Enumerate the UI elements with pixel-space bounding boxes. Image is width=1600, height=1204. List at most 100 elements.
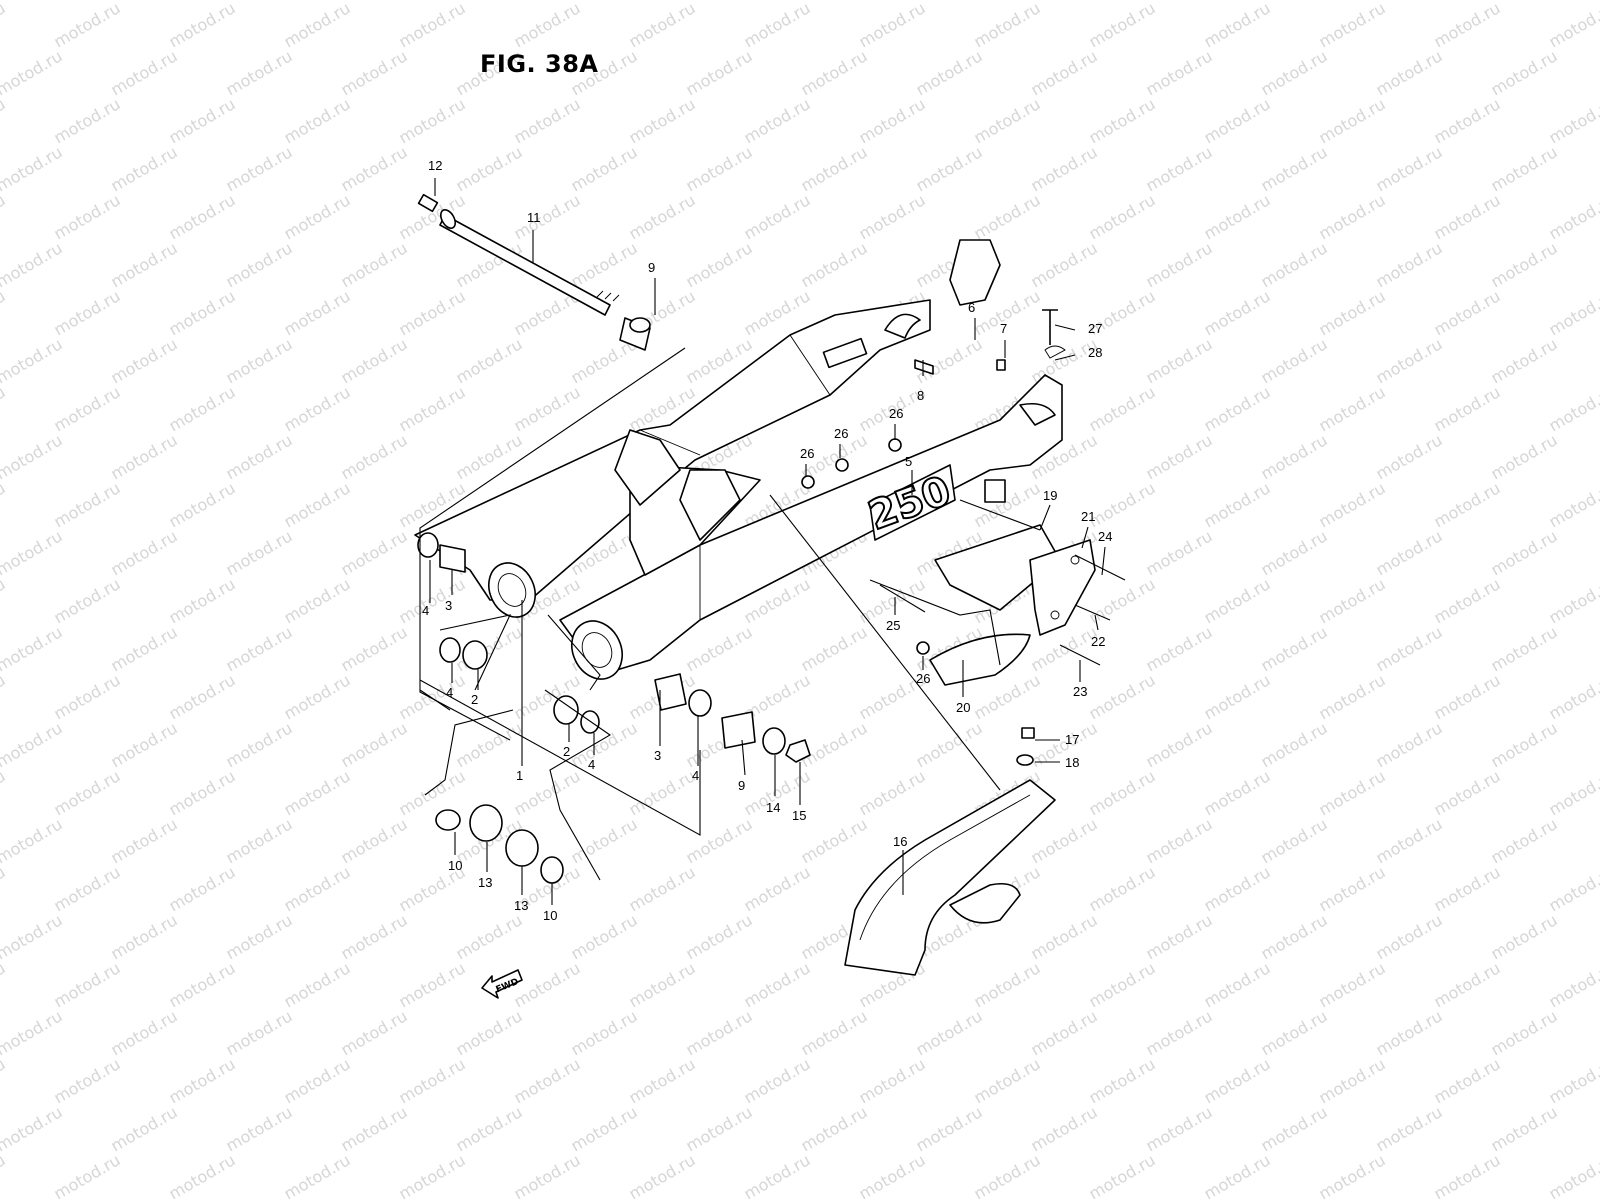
watermark-text: motod.ru — [453, 334, 526, 387]
watermark-text: motod.ru — [1201, 1054, 1274, 1107]
callout-c13b: 13 — [514, 898, 528, 913]
watermark-text: motod.ru — [223, 46, 296, 99]
watermark-text: motod.ru — [1201, 94, 1274, 147]
watermark-text: motod.ru — [108, 238, 181, 291]
watermark-text: motod.ru — [281, 190, 354, 243]
watermark-text: motod.ru — [1201, 958, 1274, 1011]
watermark-text: motod.ru — [1201, 190, 1274, 243]
watermark-text: motod.ru — [1258, 814, 1331, 867]
watermark-text: motod.ru — [856, 94, 929, 147]
watermark-text: motod.ru — [1028, 1006, 1101, 1059]
watermark-text: motod.ru — [1373, 622, 1446, 675]
watermark-text: motod.ru — [1086, 862, 1159, 915]
watermark-text: motod.ru — [626, 94, 699, 147]
watermark-text: motod.ru — [1488, 238, 1561, 291]
watermark-text: motod.ru — [453, 1006, 526, 1059]
callout-c17: 17 — [1065, 732, 1079, 747]
watermark-text: motod.ru — [338, 1102, 411, 1155]
watermark-text: motod.ru — [1086, 1054, 1159, 1107]
watermark-text: motod.ru — [683, 46, 756, 99]
callout-c22: 22 — [1091, 634, 1105, 649]
watermark-text: motod.ru — [166, 94, 239, 147]
watermark-text: motod.ru — [1258, 0, 1331, 3]
watermark-text: motod.ru — [1373, 526, 1446, 579]
watermark-text: motod.ru — [1431, 958, 1504, 1011]
watermark-text: motod.ru — [798, 46, 871, 99]
watermark-text: motod.ru — [971, 1054, 1044, 1107]
watermark-text: motod.ru — [108, 526, 181, 579]
watermark-text: motod.ru — [166, 1150, 239, 1200]
watermark-text: motod.ru — [1373, 238, 1446, 291]
watermark-text: motod.ru — [1546, 1054, 1600, 1107]
watermark-text: motod.ru — [51, 1054, 124, 1107]
watermark-text: motod.ru — [0, 910, 66, 963]
watermark-text: motod.ru — [166, 1054, 239, 1107]
watermark-text: motod.ru — [798, 142, 871, 195]
watermark-text: motod.ru — [683, 622, 756, 675]
watermark-text: motod.ru — [1488, 46, 1561, 99]
watermark-text: motod.ru — [0, 286, 9, 339]
callout-c2b: 2 — [563, 744, 570, 759]
watermark-text: motod.ru — [0, 1150, 9, 1200]
watermark-text: motod.ru — [741, 958, 814, 1011]
watermark-text: motod.ru — [0, 94, 9, 147]
callout-c8: 8 — [917, 388, 924, 403]
watermark-text: motod.ru — [1201, 574, 1274, 627]
watermark-text: motod.ru — [1546, 574, 1600, 627]
watermark-text: motod.ru — [396, 0, 469, 51]
watermark-text: motod.ru — [1546, 94, 1600, 147]
watermark-text: motod.ru — [166, 382, 239, 435]
watermark-text: motod.ru — [1546, 766, 1600, 819]
watermark-text: motod.ru — [1086, 382, 1159, 435]
watermark-text: motod.ru — [223, 0, 296, 3]
watermark-text: motod.ru — [1373, 814, 1446, 867]
watermark-text: motod.ru — [0, 190, 9, 243]
watermark-text: motod.ru — [1028, 0, 1101, 3]
watermark-text: motod.ru — [281, 286, 354, 339]
watermark-text: motod.ru — [1488, 0, 1561, 3]
watermark-text: motod.ru — [1488, 1102, 1561, 1155]
watermark-text: motod.ru — [1373, 430, 1446, 483]
watermark-text: motod.ru — [1201, 478, 1274, 531]
watermark-text: motod.ru — [1316, 958, 1389, 1011]
watermark-text: motod.ru — [798, 718, 871, 771]
watermark-text: motod.ru — [1201, 766, 1274, 819]
watermark-text: motod.ru — [1488, 430, 1561, 483]
watermark-text: motod.ru — [568, 910, 641, 963]
watermark-text: motod.ru — [281, 958, 354, 1011]
watermark-text: motod.ru — [108, 910, 181, 963]
watermark-text: motod.ru — [338, 142, 411, 195]
watermark-text: motod.ru — [338, 718, 411, 771]
watermark-text: motod.ru — [1143, 814, 1216, 867]
watermark-text: motod.ru — [1316, 94, 1389, 147]
watermark-text: motod.ru — [913, 1102, 986, 1155]
watermark-text: motod.ru — [51, 862, 124, 915]
callout-c7: 7 — [1000, 321, 1007, 336]
watermark-text: motod.ru — [1258, 622, 1331, 675]
watermark-text: motod.ru — [1258, 910, 1331, 963]
watermark-text: motod.ru — [0, 1006, 66, 1059]
watermark-text: motod.ru — [453, 430, 526, 483]
callout-c24: 24 — [1098, 529, 1112, 544]
watermark-text: motod.ru — [1316, 1150, 1389, 1200]
watermark-text: motod.ru — [396, 286, 469, 339]
watermark-text: motod.ru — [281, 862, 354, 915]
watermark-text: motod.ru — [108, 814, 181, 867]
watermark-text: motod.ru — [568, 238, 641, 291]
watermark-text: motod.ru — [1143, 430, 1216, 483]
watermark-text: motod.ru — [0, 718, 66, 771]
watermark-text: motod.ru — [1086, 478, 1159, 531]
callout-c19: 19 — [1043, 488, 1057, 503]
watermark-text: motod.ru — [338, 814, 411, 867]
watermark-text: motod.ru — [1258, 430, 1331, 483]
watermark-text: motod.ru — [1028, 142, 1101, 195]
watermark-text: motod.ru — [223, 238, 296, 291]
watermark-text: motod.ru — [1488, 334, 1561, 387]
callout-c16: 16 — [893, 834, 907, 849]
watermark-text: motod.ru — [108, 718, 181, 771]
watermark-text: motod.ru — [108, 334, 181, 387]
watermark-text: motod.ru — [1028, 334, 1101, 387]
callout-c12: 12 — [428, 158, 442, 173]
watermark-text: motod.ru — [798, 1102, 871, 1155]
